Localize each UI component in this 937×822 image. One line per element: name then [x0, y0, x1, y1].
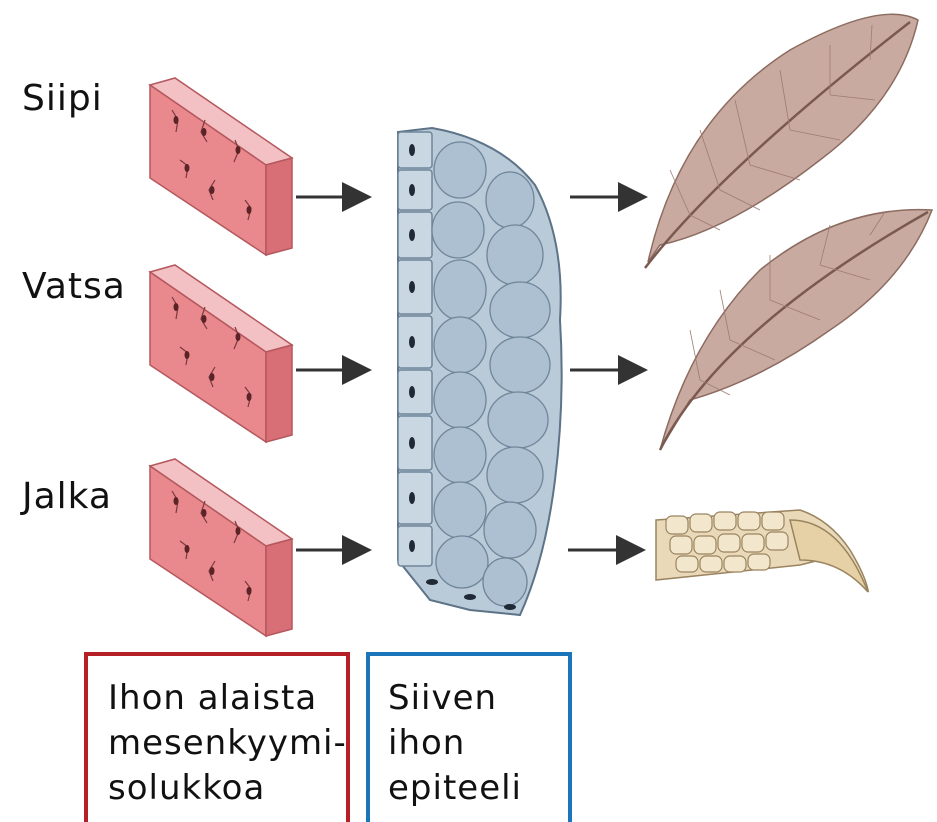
- mesenchyme-label-box: Ihon alaista mesenkyymi- solukkoa: [84, 652, 350, 822]
- mesenchyme-block-leg: [150, 459, 292, 636]
- mesenchyme-label-line-1: Ihon alaista: [108, 676, 347, 721]
- mesenchyme-block-belly: [150, 265, 292, 442]
- arrows-to-structures: [568, 197, 642, 550]
- leg-scale-claw: [656, 510, 868, 592]
- mesenchyme-label-line-3: solukkoa: [108, 766, 347, 811]
- epithelium-sheet: [398, 128, 562, 615]
- belly-feather: [660, 210, 932, 450]
- epithelium-label-box: Siiven ihon epiteeli: [366, 652, 572, 822]
- epithelium-label-line-2: ihon: [388, 721, 522, 766]
- mesenchyme-label-line-2: mesenkyymi-: [108, 721, 347, 766]
- epithelium-label-line-1: Siiven: [388, 676, 522, 721]
- mesenchyme-block-wing: [150, 78, 292, 255]
- epithelium-label-line-3: epiteeli: [388, 766, 522, 811]
- arrows-to-epithelium: [296, 197, 366, 550]
